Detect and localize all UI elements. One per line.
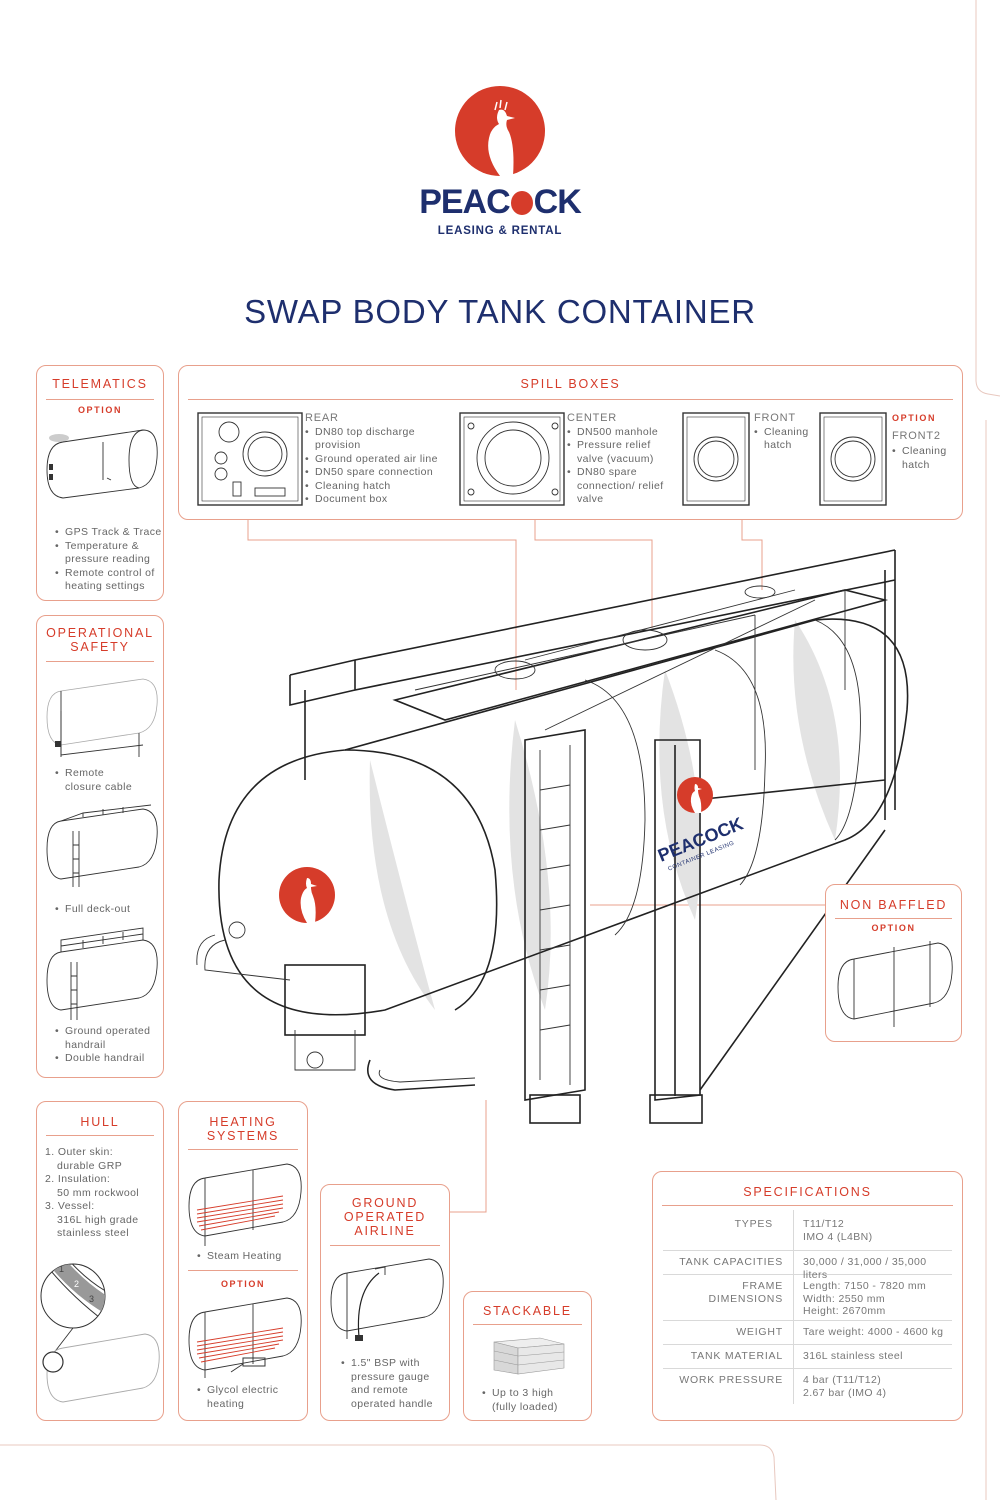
non-baffled-tank-icon bbox=[837, 941, 953, 1027]
handrail-text: Ground operated handrail Double handrail bbox=[55, 1025, 150, 1066]
heating-option: OPTION bbox=[220, 1279, 266, 1289]
telematics-panel: TELEMATICS OPTION GPS Track & Trace Temp… bbox=[36, 365, 164, 601]
center-spillbox-text: CENTER DN500 manhole Pressure relief val… bbox=[567, 412, 664, 507]
brand-o-emblem-icon bbox=[510, 191, 533, 215]
steam-heating-tank-icon bbox=[188, 1163, 302, 1246]
non-baffled-option: OPTION bbox=[871, 923, 916, 933]
center-spillbox-diagram bbox=[459, 412, 565, 506]
telematics-title: TELEMATICS bbox=[52, 377, 148, 391]
glycol-heating-text: Glycol electric heating bbox=[197, 1384, 278, 1411]
front2-spillbox-diagram bbox=[819, 412, 887, 506]
ground-airline-text: 1.5" BSP with pressure gauge and remote … bbox=[341, 1357, 433, 1411]
telematics-option: OPTION bbox=[77, 405, 123, 415]
page-title: SWAP BODY TANK CONTAINER bbox=[244, 293, 756, 330]
specifications-title: SPECIFICATIONS bbox=[743, 1185, 872, 1199]
handrail-tank-icon bbox=[46, 927, 158, 1020]
spec-row-pressure: WORK PRESSURE 4 bar (T11/T12)2.67 bar (I… bbox=[663, 1368, 952, 1404]
telematics-features: GPS Track & Trace Temperature & pressure… bbox=[55, 526, 162, 594]
spec-row-weight: WEIGHT Tare weight: 4000 - 4600 kg bbox=[663, 1320, 952, 1345]
spill-boxes-title: SPILL BOXES bbox=[520, 377, 621, 391]
front-spillbox-diagram bbox=[682, 412, 750, 506]
hull-cross-section-icon: 1 2 3 bbox=[40, 1263, 160, 1403]
svg-text:2: 2 bbox=[74, 1279, 79, 1289]
remote-closure-tank-icon bbox=[46, 678, 158, 757]
rear-spillbox-diagram bbox=[197, 412, 303, 506]
spec-row-material: TANK MATERIAL 316L stainless steel bbox=[663, 1344, 952, 1369]
glycol-heating-tank-icon bbox=[188, 1297, 302, 1378]
spec-row-capacities: TANK CAPACITIES 30,000 / 31,000 / 35,000… bbox=[663, 1250, 952, 1281]
full-deck-text: Full deck-out bbox=[55, 903, 130, 917]
spill-boxes-panel: SPILL BOXES REAR DN80 top discharge prov… bbox=[178, 365, 963, 520]
svg-text:3: 3 bbox=[89, 1294, 94, 1304]
stackable-panel: STACKABLE Up to 3 high (fully loaded) bbox=[463, 1291, 592, 1421]
telematics-tank-icon bbox=[46, 429, 158, 499]
stackable-title: STACKABLE bbox=[483, 1304, 572, 1318]
non-baffled-panel: NON BAFFLED OPTION bbox=[825, 884, 962, 1042]
hull-layers-text: 1. Outer skin: durable GRP 2. Insulation… bbox=[45, 1146, 140, 1239]
swap-body-tank-illustration: PEACOCK CONTAINER LEASING bbox=[196, 549, 909, 1124]
front-spillbox-text: FRONT Cleaning hatch bbox=[754, 412, 809, 453]
stackable-text: Up to 3 high (fully loaded) bbox=[482, 1387, 558, 1414]
svg-text:1: 1 bbox=[59, 1264, 64, 1274]
remote-closure-text: Remote closure cable bbox=[55, 767, 132, 794]
rear-spillbox-text: REAR DN80 top discharge provision Ground… bbox=[305, 412, 438, 507]
steam-heating-text: Steam Heating bbox=[197, 1250, 282, 1264]
full-deck-tank-icon bbox=[46, 804, 158, 887]
stacked-containers-icon bbox=[493, 1337, 565, 1375]
hull-panel: HULL 1. Outer skin: durable GRP 2. Insul… bbox=[36, 1101, 164, 1421]
peacock-emblem-icon bbox=[455, 86, 545, 176]
airline-tank-icon bbox=[330, 1258, 444, 1341]
brand-tagline: LEASING & RENTAL bbox=[437, 225, 563, 237]
front2-spillbox-text: OPTION FRONT2 Cleaning hatch bbox=[892, 412, 947, 472]
hull-title: HULL bbox=[80, 1115, 120, 1129]
non-baffled-title: NON BAFFLED bbox=[839, 898, 948, 912]
